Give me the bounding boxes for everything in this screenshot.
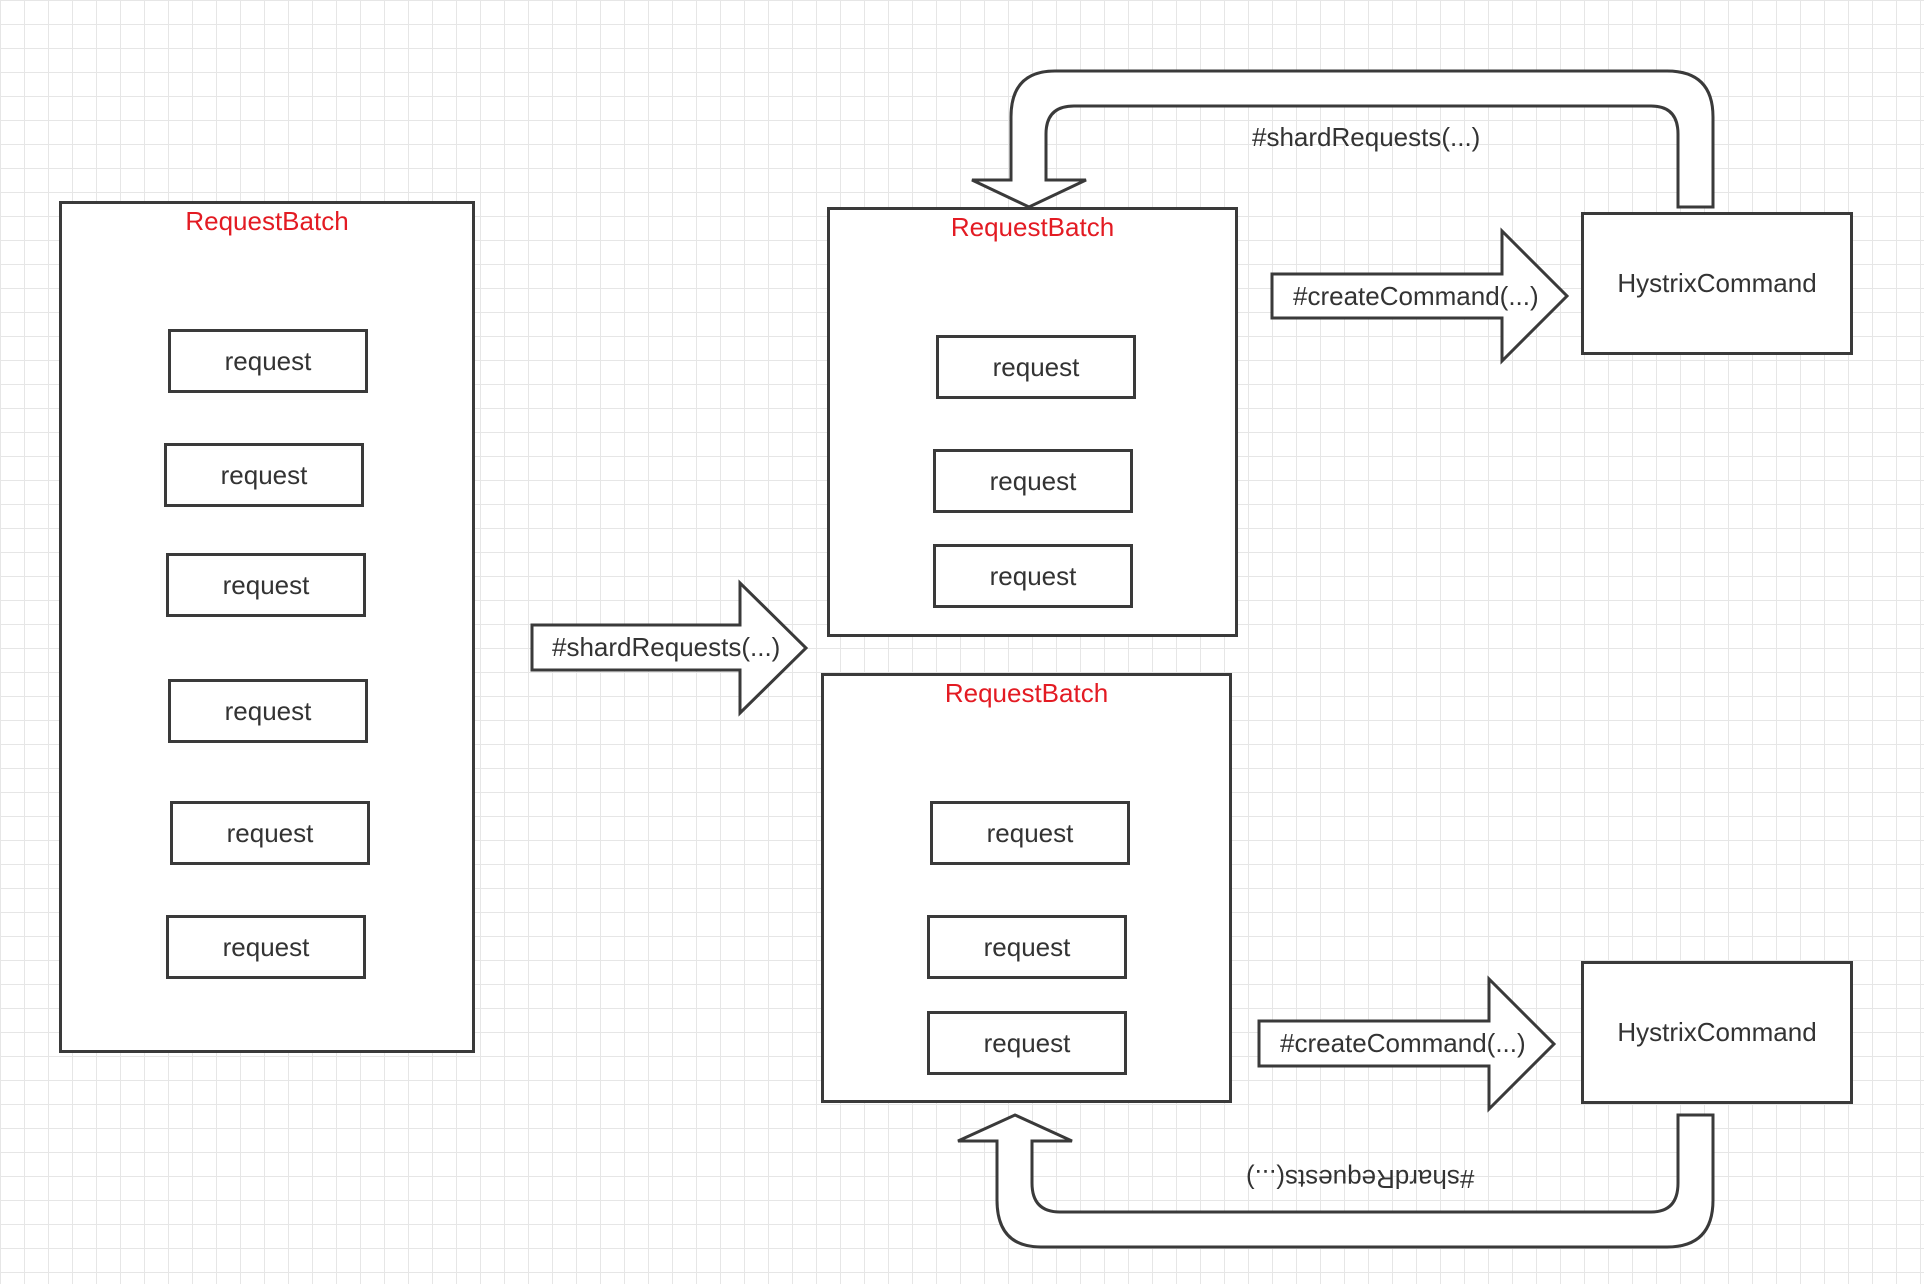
top-batch-title: RequestBatch (950, 212, 1115, 242)
return-label-top: #shardRequests(...) (1252, 122, 1481, 152)
top-request-3: request (933, 544, 1133, 608)
shard-arrow-label: #shardRequests(...) (552, 632, 781, 662)
source-batch-title: RequestBatch (185, 206, 349, 236)
create-command-label-top: #createCommand(...) (1293, 281, 1539, 311)
bottom-request-3: request (927, 1011, 1127, 1075)
source-request-1: request (168, 329, 368, 393)
hystrix-command-bottom: HystrixCommand (1581, 961, 1853, 1104)
source-request-2: request (164, 443, 364, 507)
source-request-5: request (170, 801, 370, 865)
return-label-bottom: #shardRequests(...) (1246, 1164, 1475, 1194)
bottom-request-2: request (927, 915, 1127, 979)
hystrix-command-top: HystrixCommand (1581, 212, 1853, 355)
create-command-label-bottom: #createCommand(...) (1280, 1028, 1526, 1058)
bottom-batch-title: RequestBatch (944, 678, 1109, 708)
top-request-1: request (936, 335, 1136, 399)
source-request-3: request (166, 553, 366, 617)
source-request-4: request (168, 679, 368, 743)
source-request-6: request (166, 915, 366, 979)
bottom-request-1: request (930, 801, 1130, 865)
top-request-2: request (933, 449, 1133, 513)
